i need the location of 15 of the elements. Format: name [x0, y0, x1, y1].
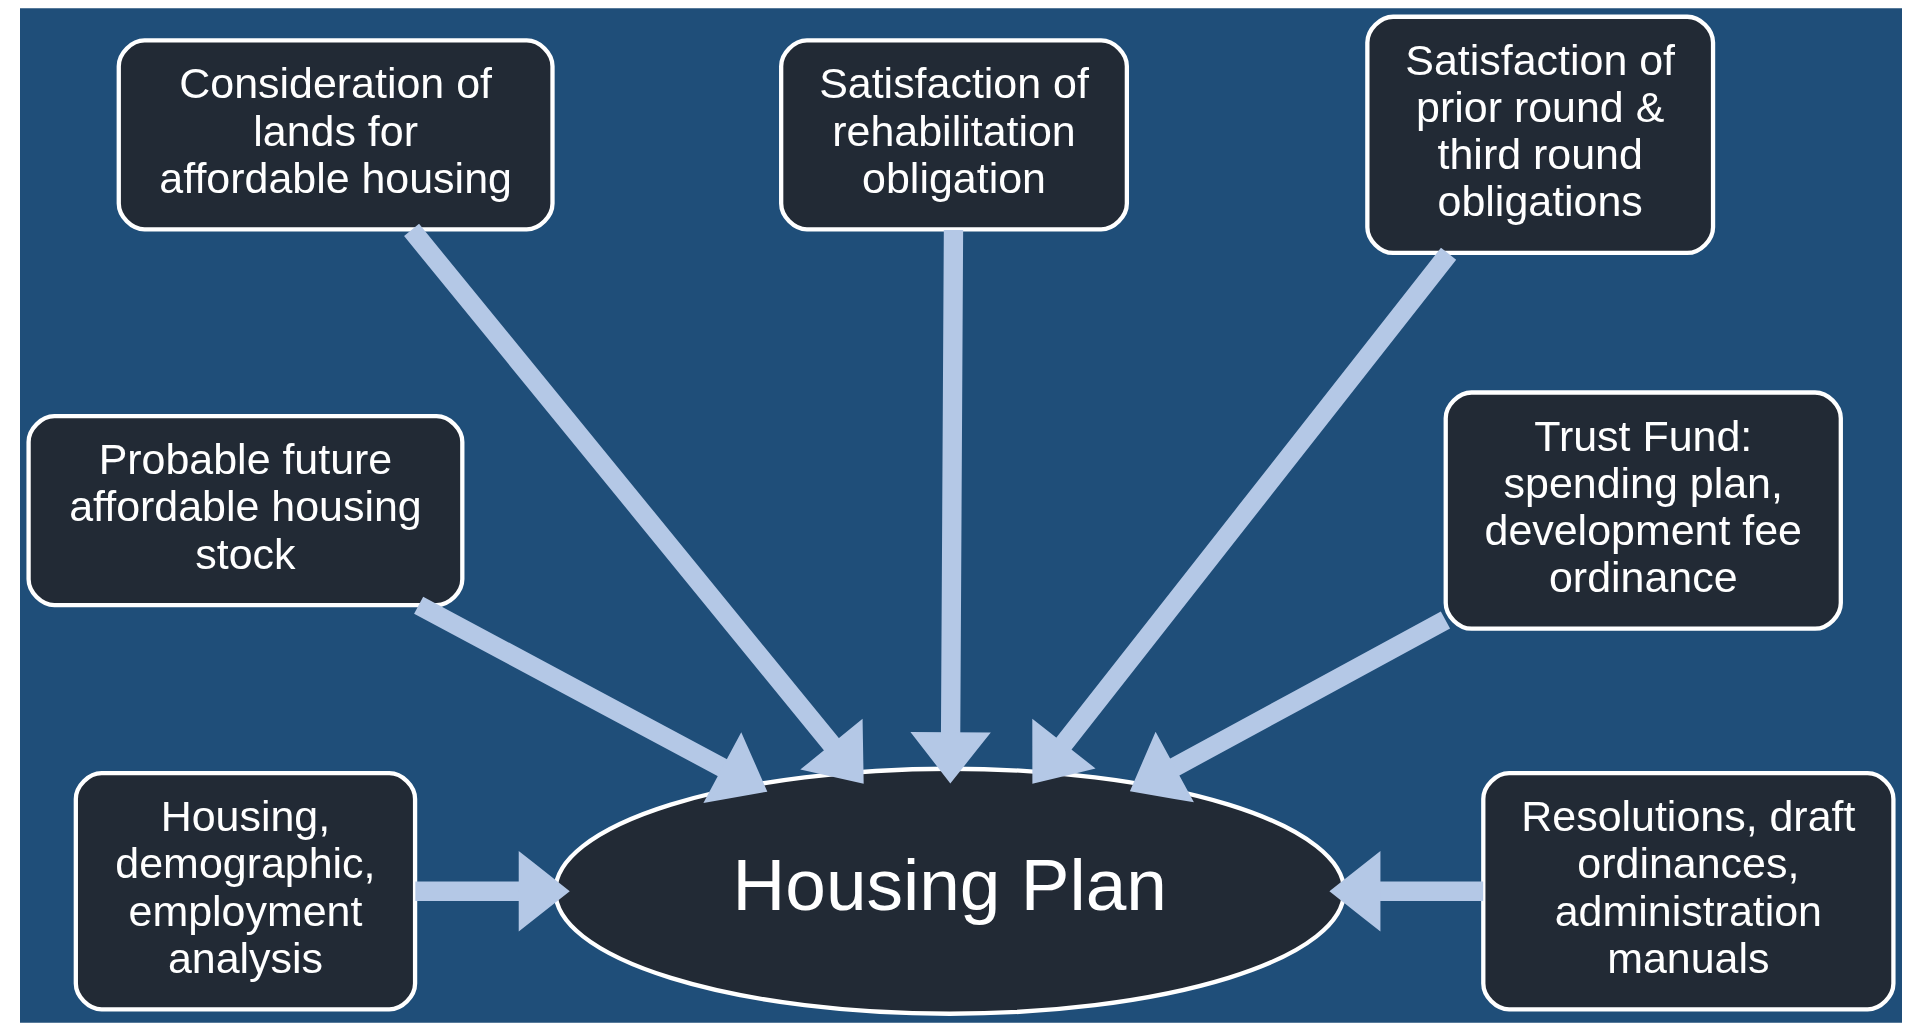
- node-box: Housing, demographic, employment analysis: [73, 771, 417, 1012]
- node-ellipse: Housing Plan: [552, 766, 1346, 1016]
- arrow: [403, 223, 864, 784]
- node-box: Resolutions, draft ordinances, administration manuals: [1480, 771, 1896, 1012]
- node-box: Satisfaction of rehabilitation obligation: [778, 38, 1129, 232]
- arrow: [1328, 851, 1483, 932]
- arrow: [413, 596, 767, 804]
- arrow: [1129, 611, 1450, 803]
- arrow: [909, 229, 991, 784]
- node-box: Probable future affordable housing stock: [25, 414, 464, 608]
- arrow: [1031, 247, 1456, 784]
- node-box: Consideration of lands for affordable housing: [116, 38, 555, 232]
- node-box: Trust Fund: spending plan, development fee ordinance: [1443, 390, 1843, 631]
- arrow: [414, 851, 570, 932]
- node-box: Satisfaction of prior round & third round obligations: [1364, 14, 1715, 256]
